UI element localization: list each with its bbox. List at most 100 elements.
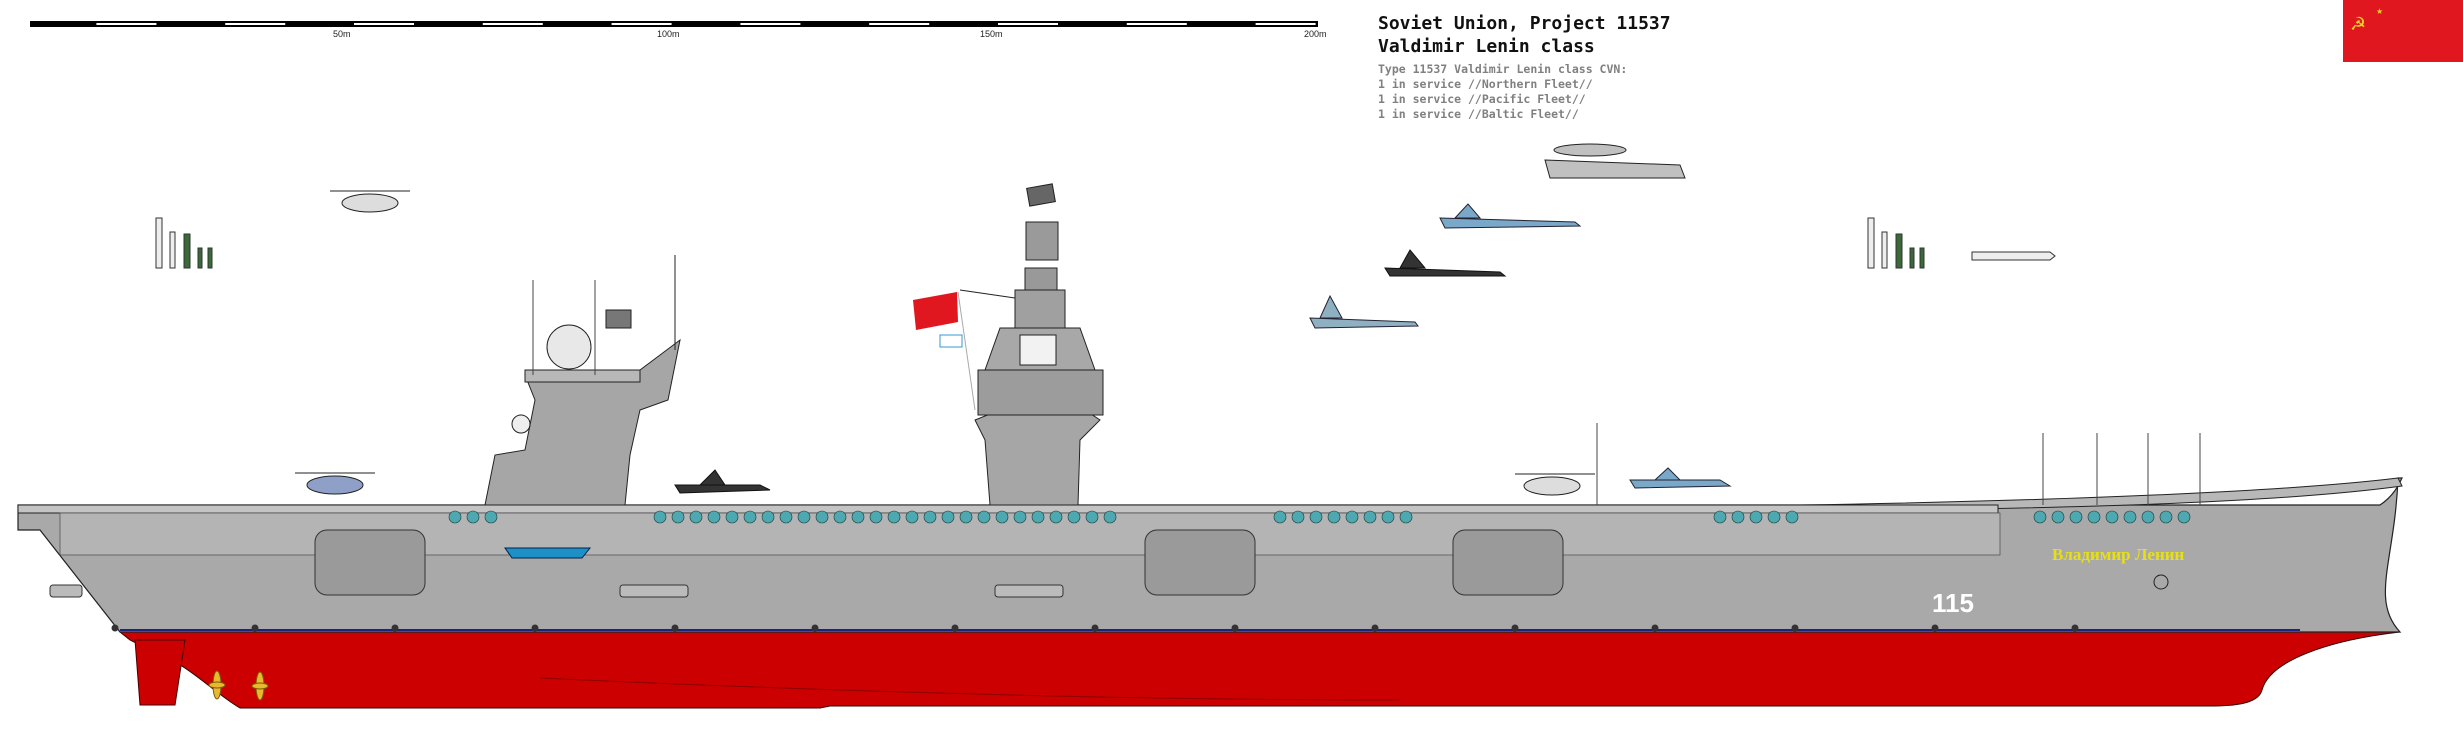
parked-aircraft-icon <box>2069 510 2083 524</box>
porthole <box>2071 624 2079 632</box>
bow-flare <box>1799 477 2403 511</box>
rudder <box>134 639 186 706</box>
scale-bar-segment <box>225 23 286 25</box>
parked-aircraft-icon <box>1049 510 1063 524</box>
scale-label-50: 50m <box>333 29 351 39</box>
scale-bar-segment <box>998 23 1058 25</box>
scale-bar-segment <box>869 23 930 25</box>
scale-bar-segment <box>354 23 414 25</box>
parked-aircraft-icon <box>1345 510 1359 524</box>
radar-antenna-icon <box>1026 183 1056 207</box>
info-line: 1 in service //Baltic Fleet// <box>1378 107 1579 121</box>
scale-bar-segment <box>611 23 672 25</box>
radar-array-icon <box>1025 221 1059 261</box>
scale-bar-segment <box>96 23 157 25</box>
info-line: Type 11537 Valdimir Lenin class CVN: <box>1378 62 1628 76</box>
scale-bar-segment <box>482 23 543 25</box>
helicopter-icon <box>1515 473 1595 496</box>
porthole <box>1511 624 1519 632</box>
porthole <box>391 624 399 632</box>
parked-aircraft-icon <box>1291 510 1305 524</box>
parked-aircraft-icon <box>2177 510 2191 524</box>
parked-aircraft-icon <box>2159 510 2173 524</box>
boat-icon <box>504 547 592 559</box>
parked-aircraft-icon <box>466 510 480 524</box>
parked-aircraft-icon <box>1103 510 1117 524</box>
parked-aircraft-icon <box>671 510 685 524</box>
parked-aircraft-icon <box>743 510 757 524</box>
parked-aircraft-icon <box>1363 510 1377 524</box>
fighter-jet-icon <box>1629 467 1732 489</box>
parked-aircraft-icon <box>887 510 901 524</box>
fighter-jet-icon <box>1439 203 1582 229</box>
aew-aircraft-icon <box>1544 143 1686 179</box>
scale-bar-segment <box>1255 23 1316 25</box>
parked-aircraft-icon <box>779 510 793 524</box>
flight-deck <box>17 504 1999 514</box>
elevator-1 <box>314 529 426 596</box>
porthole <box>1091 624 1099 632</box>
parked-aircraft-icon <box>725 510 739 524</box>
page-title: Soviet Union, Project 11537 Valdimir Len… <box>1378 12 1671 58</box>
scale-bar: 50m 100m 150m 200m <box>30 21 1327 39</box>
parked-aircraft-icon <box>1013 510 1027 524</box>
parked-aircraft-icon <box>1767 510 1781 524</box>
hull-recesses <box>49 584 1064 598</box>
porthole <box>811 624 819 632</box>
parked-aircraft-icon <box>941 510 955 524</box>
parked-aircraft-icon <box>815 510 829 524</box>
helicopter-icon <box>330 190 410 213</box>
parked-aircraft-icon <box>995 510 1009 524</box>
parked-aircraft-icon <box>797 510 811 524</box>
ship-name-label: Владимир Ленин <box>2052 545 2185 564</box>
porthole <box>1371 624 1379 632</box>
parked-aircraft-icon <box>905 510 919 524</box>
parked-aircraft-icon <box>1273 510 1287 524</box>
parked-aircraft-icon <box>1399 510 1413 524</box>
parked-aircraft-icon <box>689 510 703 524</box>
fighter-jet-icon <box>1309 294 1419 329</box>
parked-aircraft-icon <box>2087 510 2101 524</box>
parked-aircraft-icon <box>1785 510 1799 524</box>
aircraft-group <box>295 143 1732 496</box>
radar-antenna-icon <box>605 309 632 329</box>
scale-bar-base <box>30 21 1318 27</box>
info-line: 1 in service //Pacific Fleet// <box>1378 92 1586 106</box>
parked-aircraft-icon <box>484 510 498 524</box>
svg-text:★: ★ <box>2376 7 2383 16</box>
parked-aircraft-icon <box>1731 510 1745 524</box>
parked-aircraft-icon <box>869 510 883 524</box>
parked-aircraft-icon <box>1749 510 1763 524</box>
title-line-1: Soviet Union, Project 11537 <box>1378 13 1671 34</box>
hull-underwater-red <box>118 631 2401 709</box>
scale-label-200: 200m <box>1304 29 1327 39</box>
propeller-icon <box>208 670 269 701</box>
naval-ensign <box>913 291 976 411</box>
parked-aircraft-icon <box>1381 510 1395 524</box>
scale-bar-segment <box>740 23 801 25</box>
porthole <box>111 624 119 632</box>
parked-aircraft-icon <box>653 510 667 524</box>
porthole <box>1651 624 1659 632</box>
parked-aircraft-icon <box>977 510 991 524</box>
porthole <box>951 624 959 632</box>
munitions-display <box>155 217 2056 269</box>
parked-aircraft-icon <box>1327 510 1341 524</box>
porthole <box>671 624 679 632</box>
parked-aircraft-icon <box>2051 510 2065 524</box>
info-line: 1 in service //Northern Fleet// <box>1378 77 1593 91</box>
helicopter-icon <box>295 472 375 495</box>
svg-text:☭: ☭ <box>2350 14 2366 35</box>
scale-label-100: 100m <box>657 29 680 39</box>
anchor-icon <box>2153 574 2169 590</box>
parked-aircraft-icon <box>1085 510 1099 524</box>
parked-aircraft-icon <box>761 510 775 524</box>
parked-aircraft-icon <box>851 510 865 524</box>
parked-aircraft-icon <box>2123 510 2137 524</box>
parked-aircraft-icon <box>1309 510 1323 524</box>
service-info: Type 11537 Valdimir Lenin class CVN: 1 i… <box>1378 62 1627 122</box>
scale-bar-segment <box>1126 23 1187 25</box>
hull-bilge-keel <box>539 677 1401 701</box>
